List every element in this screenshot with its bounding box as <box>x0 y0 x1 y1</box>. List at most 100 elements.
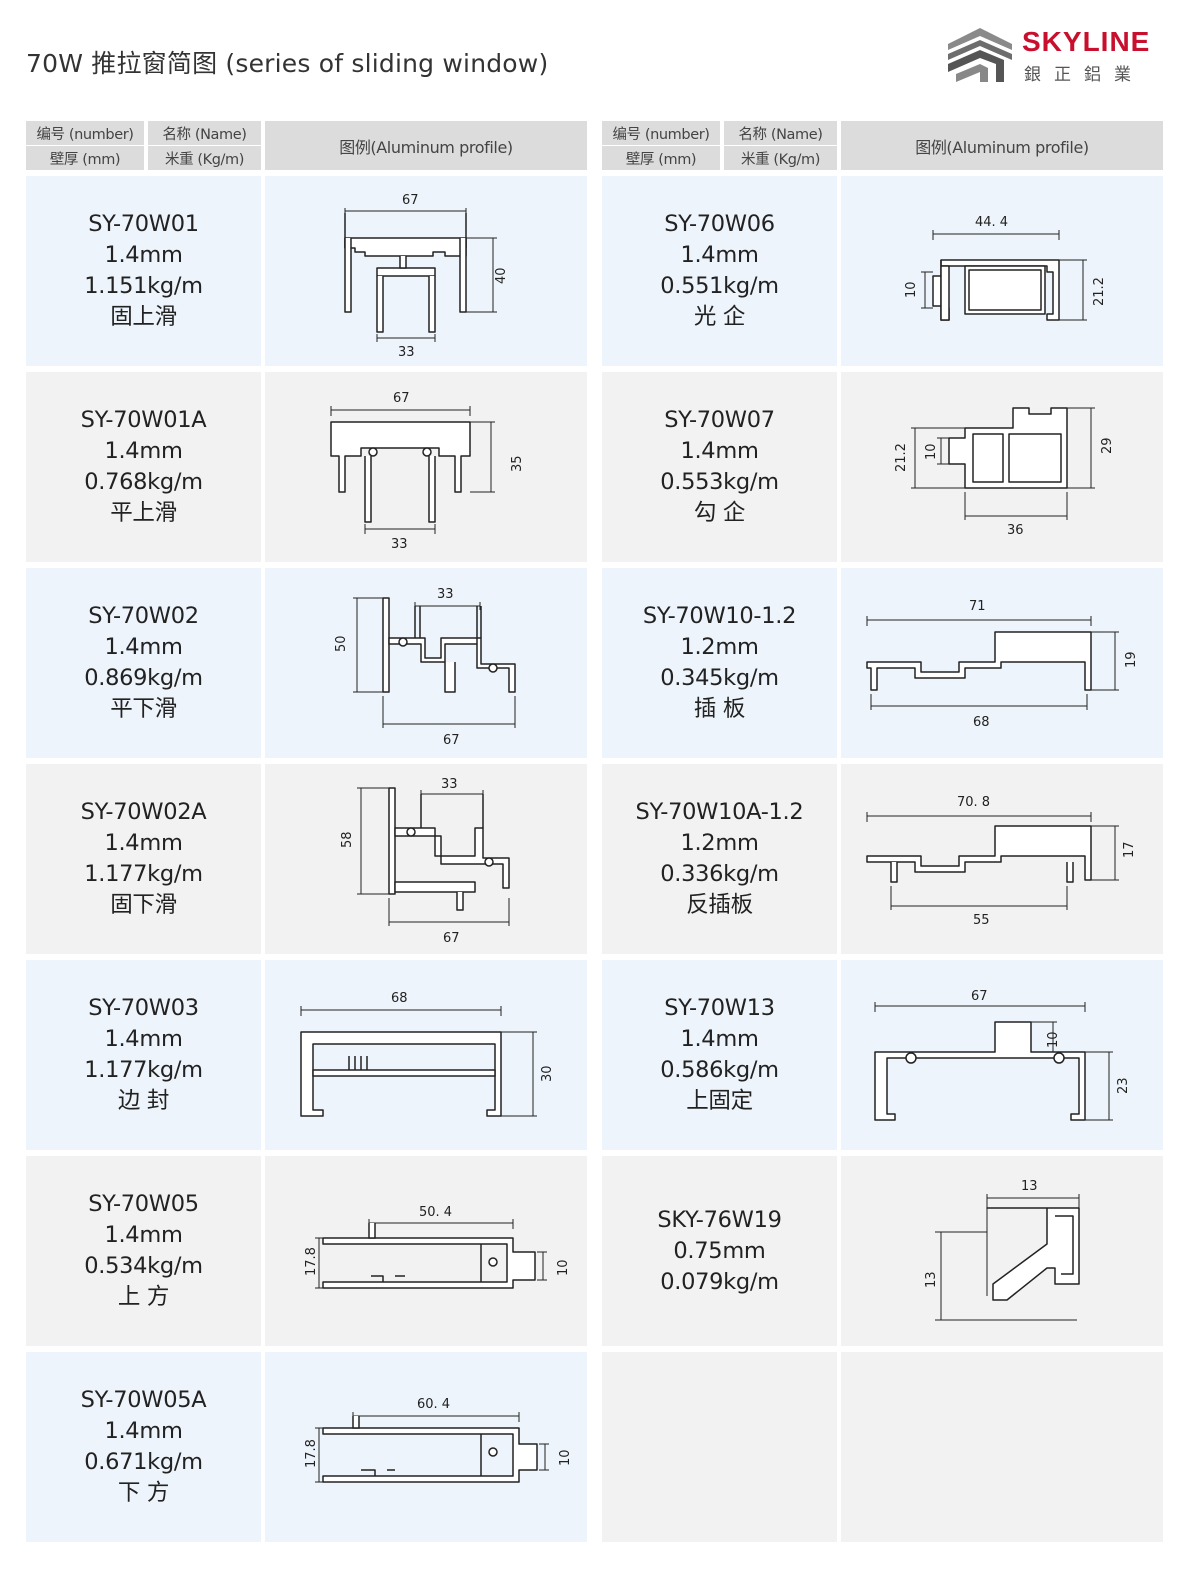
profile-info: SY-70W07 1.4mm 0.553kg/m 勾 企 <box>602 372 837 562</box>
profile-name: 反插板 <box>686 892 753 918</box>
brand-logo: SKYLINE 銀正鋁業 <box>944 22 1164 88</box>
header-name: 名称 (Name) <box>148 121 261 145</box>
profile-drawing: 33 58 67 <box>265 764 587 954</box>
table-header: 编号 (number) 名称 (Name) 壁厚 (mm) 米重 (Kg/m) … <box>602 121 1163 170</box>
dimension-label: 35 <box>510 455 525 472</box>
dimension-label: 67 <box>402 193 419 208</box>
profile-code: SY-70W06 <box>664 211 775 237</box>
dimension-label: 10 <box>1046 1031 1061 1048</box>
profile-weight: 0.586kg/m <box>660 1057 779 1083</box>
header-number: 编号 (number) <box>602 121 720 145</box>
profile-info: SY-70W13 1.4mm 0.586kg/m 上固定 <box>602 960 837 1150</box>
profile-row: SY-70W03 1.4mm 1.177kg/m 边 封 68 30 <box>26 960 587 1150</box>
profile-weight: 1.177kg/m <box>84 861 203 887</box>
profile-info: SY-70W06 1.4mm 0.551kg/m 光 企 <box>602 176 837 366</box>
dimension-label: 13 <box>924 1271 939 1288</box>
dimension-label: 50. 4 <box>419 1205 452 1220</box>
profile-row: SY-70W10-1.2 1.2mm 0.345kg/m 插 板 71 19 6… <box>602 568 1163 758</box>
profile-weight: 0.336kg/m <box>660 861 779 887</box>
profile-weight: 0.671kg/m <box>84 1449 203 1475</box>
profile-info: SY-70W01 1.4mm 1.151kg/m 固上滑 <box>26 176 261 366</box>
dimension-label: 29 <box>1100 437 1115 454</box>
header-name: 名称 (Name) <box>724 121 837 145</box>
profile-info: SY-70W02 1.4mm 0.869kg/m 平下滑 <box>26 568 261 758</box>
dimension-label: 68 <box>973 715 990 730</box>
profile-code: SY-70W01A <box>80 407 207 433</box>
profile-thickness: 1.4mm <box>104 1418 183 1444</box>
profile-drawing: 13 13 <box>841 1156 1163 1346</box>
profile-info: SY-70W01A 1.4mm 0.768kg/m 平上滑 <box>26 372 261 562</box>
profile-drawing: 21.2 10 29 36 <box>841 372 1163 562</box>
profile-row: SY-70W13 1.4mm 0.586kg/m 上固定 67 10 23 <box>602 960 1163 1150</box>
profile-row: SY-70W10A-1.2 1.2mm 0.336kg/m 反插板 70. 8 … <box>602 764 1163 954</box>
dimension-label: 33 <box>391 537 408 552</box>
profile-code: SY-70W01 <box>88 211 199 237</box>
profile-row: SY-70W06 1.4mm 0.551kg/m 光 企 44. 4 10 21… <box>602 176 1163 366</box>
profile-name: 上固定 <box>686 1088 753 1114</box>
dimension-label: 17 <box>1122 841 1137 858</box>
profile-thickness: 1.4mm <box>104 438 183 464</box>
profile-code: SY-70W02 <box>88 603 199 629</box>
profile-drawing: 44. 4 10 21.2 <box>841 176 1163 366</box>
brand-name-cn: 銀正鋁業 <box>1024 65 1144 85</box>
brand-name: SKYLINE <box>1022 26 1151 57</box>
dimension-label: 58 <box>340 831 355 848</box>
profile-row: SY-70W01A 1.4mm 0.768kg/m 平上滑 67 35 33 <box>26 372 587 562</box>
profile-drawing: 71 19 68 <box>841 568 1163 758</box>
profile-code: SY-70W05A <box>80 1387 207 1413</box>
header-weight: 米重 (Kg/m) <box>148 146 261 170</box>
dimension-label: 70. 8 <box>957 795 990 810</box>
profile-row: SKY-76W19 0.75mm 0.079kg/m 13 13 <box>602 1156 1163 1346</box>
profile-drawing: 50. 4 17.8 10 <box>265 1156 587 1346</box>
profile-thickness: 1.4mm <box>680 438 759 464</box>
header-thickness: 壁厚 (mm) <box>26 146 144 170</box>
profile-name: 平下滑 <box>110 696 177 722</box>
profile-row: SY-70W05 1.4mm 0.534kg/m 上 方 50. 4 17.8 … <box>26 1156 587 1346</box>
profile-info: SKY-76W19 0.75mm 0.079kg/m <box>602 1156 837 1346</box>
profile-info: SY-70W10-1.2 1.2mm 0.345kg/m 插 板 <box>602 568 837 758</box>
dimension-label: 33 <box>441 777 458 792</box>
profile-thickness: 0.75mm <box>673 1237 766 1264</box>
dimension-label: 10 <box>924 443 939 460</box>
profile-code: SY-70W10-1.2 <box>642 603 797 629</box>
profile-name: 光 企 <box>693 304 746 330</box>
dimension-label: 60. 4 <box>417 1397 450 1412</box>
dimension-label: 17.8 <box>304 1439 319 1468</box>
dimension-label: 10 <box>558 1449 573 1466</box>
dimension-label: 44. 4 <box>975 215 1008 230</box>
profile-drawing: 67 35 33 <box>265 372 587 562</box>
profile-thickness: 1.2mm <box>680 634 759 660</box>
profile-code: SY-70W10A-1.2 <box>635 799 804 825</box>
page-title: 70W 推拉窗简图 (series of sliding window) <box>26 49 549 78</box>
profile-name: 勾 企 <box>693 500 746 526</box>
profile-code: SKY-76W19 <box>657 1206 782 1233</box>
profile-thickness: 1.4mm <box>104 634 183 660</box>
dimension-label: 67 <box>443 931 460 946</box>
profile-code: SY-70W03 <box>88 995 199 1021</box>
profile-thickness: 1.4mm <box>680 1026 759 1052</box>
profile-name: 固下滑 <box>110 892 177 918</box>
profile-weight: 0.079kg/m <box>660 1268 779 1295</box>
profile-code: SY-70W07 <box>664 407 775 433</box>
dimension-label: 36 <box>1007 523 1024 538</box>
profile-info: SY-70W10A-1.2 1.2mm 0.336kg/m 反插板 <box>602 764 837 954</box>
profile-row: SY-70W02A 1.4mm 1.177kg/m 固下滑 33 58 67 <box>26 764 587 954</box>
dimension-label: 40 <box>494 267 509 284</box>
dimension-label: 33 <box>437 587 454 602</box>
profile-weight: 0.768kg/m <box>84 469 203 495</box>
profile-weight: 0.551kg/m <box>660 273 779 299</box>
profile-code: SY-70W13 <box>664 995 775 1021</box>
profile-drawing: 68 30 <box>265 960 587 1150</box>
profile-weight: 0.553kg/m <box>660 469 779 495</box>
profile-weight: 0.869kg/m <box>84 665 203 691</box>
profile-weight: 1.177kg/m <box>84 1057 203 1083</box>
empty-cell <box>841 1352 1163 1542</box>
dimension-label: 67 <box>971 989 988 1004</box>
dimension-label: 13 <box>1021 1179 1038 1194</box>
right-table: 编号 (number) 名称 (Name) 壁厚 (mm) 米重 (Kg/m) … <box>602 121 1163 1542</box>
profile-name: 上 方 <box>117 1284 170 1310</box>
profile-name: 平上滑 <box>110 500 177 526</box>
dimension-label: 10 <box>556 1259 571 1276</box>
profile-info: SY-70W02A 1.4mm 1.177kg/m 固下滑 <box>26 764 261 954</box>
dimension-label: 10 <box>904 281 919 298</box>
